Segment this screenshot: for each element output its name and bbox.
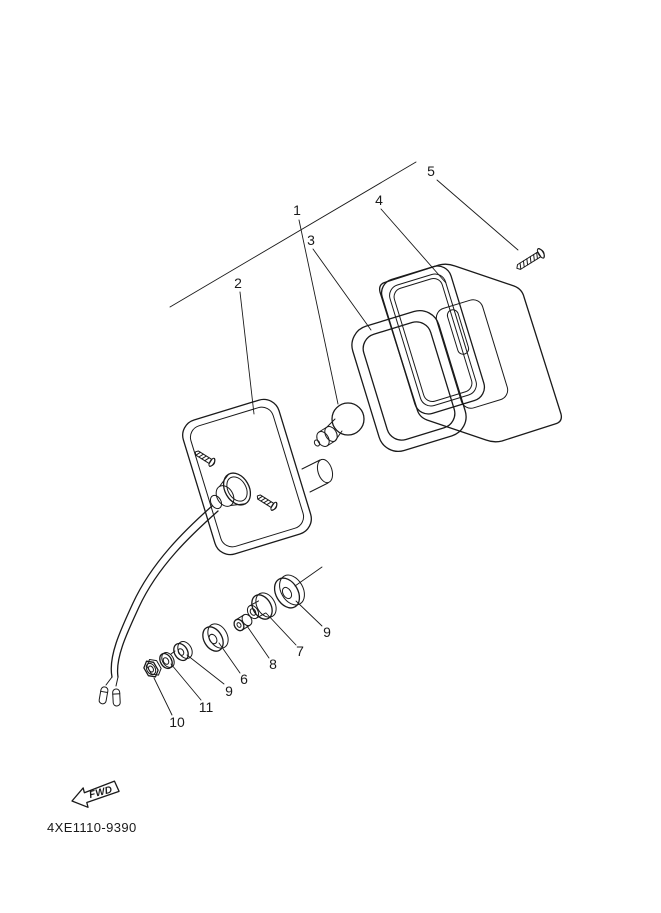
part-code-label: 4XE1110-9390 — [47, 820, 137, 835]
bulb-part — [313, 402, 365, 447]
bulb-holder-tube — [301, 459, 329, 493]
nut-part-10 — [143, 659, 162, 678]
leader-line-4 — [380, 208, 447, 284]
washer-part-9-upper — [273, 574, 305, 609]
leader-line-8 — [246, 625, 270, 659]
washer-part-6 — [202, 623, 229, 652]
callout-6: 6 — [240, 671, 248, 687]
callout-1: 1 — [293, 202, 301, 218]
leader-line-9-lower — [186, 654, 225, 685]
lens-back-wall — [435, 299, 509, 409]
screw-part-5 — [513, 246, 547, 274]
mounting-plate-part — [182, 398, 334, 556]
bullet-terminal-2 — [112, 688, 121, 707]
plate-screw-lower — [254, 491, 280, 513]
nut-hole — [148, 665, 154, 673]
bulb-glass — [331, 402, 365, 436]
leader-line-11 — [170, 663, 202, 701]
leader-line-9-upper — [295, 600, 323, 627]
stack-axis-line — [294, 566, 323, 587]
gasket-part — [351, 310, 467, 452]
socket-flange-inner — [226, 476, 248, 502]
callout-11: 11 — [199, 699, 214, 715]
fwd-arrow-label: FWD — [88, 785, 114, 801]
collar-hole — [249, 608, 257, 616]
bullet-terminal-1 — [98, 686, 109, 705]
bulb-holder-tube-end — [316, 458, 334, 484]
spacer-hole — [236, 622, 242, 628]
spacer-part-8 — [233, 613, 253, 632]
collar-barrel-end — [246, 604, 260, 620]
plate-outer-edge — [182, 398, 312, 556]
nut-chamfer — [145, 662, 157, 676]
leader-line-2 — [239, 291, 255, 415]
callout-8: 8 — [269, 656, 277, 672]
callout-5: 5 — [427, 163, 435, 179]
bulb-base-top — [324, 426, 338, 442]
leader-line-3 — [312, 248, 372, 331]
wire-harness-part — [98, 505, 219, 707]
gasket-inner-edge — [362, 321, 456, 441]
washer-9-upper-hole — [281, 586, 293, 600]
lock-washer-hole — [162, 657, 170, 665]
socket-body-end — [215, 485, 235, 507]
washer-9-lower-hole — [177, 648, 185, 656]
wire-terminal-links — [105, 676, 119, 687]
bulb-contact-tip — [313, 439, 321, 447]
collar-part-7 — [246, 592, 277, 620]
wire-lead-2 — [116, 510, 219, 678]
gasket-outer-edge — [351, 310, 467, 452]
lock-washer-part-11 — [159, 650, 176, 670]
washer-part-9-lower — [173, 641, 193, 662]
socket-rear-collar — [209, 494, 223, 510]
washer-6-hole — [208, 633, 218, 645]
nut-front-face — [143, 660, 159, 678]
bulb-base-sides — [318, 426, 336, 447]
callout-2: 2 — [234, 275, 242, 291]
leader-line-10 — [153, 677, 173, 716]
socket-body-sides — [219, 473, 246, 506]
fwd-arrow-outline — [71, 780, 120, 808]
leader-line-1 — [298, 219, 339, 405]
plate-inner-edge — [189, 406, 305, 548]
callout-9-upper: 9 — [323, 624, 331, 640]
fwd-arrow: FWD — [71, 780, 120, 808]
wire-lead-1 — [110, 505, 213, 678]
bulb-socket-part — [209, 472, 252, 510]
callout-3: 3 — [307, 232, 315, 248]
socket-flange — [222, 472, 252, 506]
callout-10: 10 — [169, 714, 185, 730]
leader-line-7 — [265, 612, 297, 646]
lens-housing-part — [378, 263, 563, 443]
leader-line-5 — [436, 179, 519, 251]
callout-4: 4 — [375, 192, 383, 208]
callout-7: 7 — [296, 643, 304, 659]
callout-9-lower: 9 — [225, 683, 233, 699]
reference-line — [169, 161, 417, 308]
lock-washer-split — [170, 650, 176, 655]
lens-inner-slot — [446, 309, 470, 355]
